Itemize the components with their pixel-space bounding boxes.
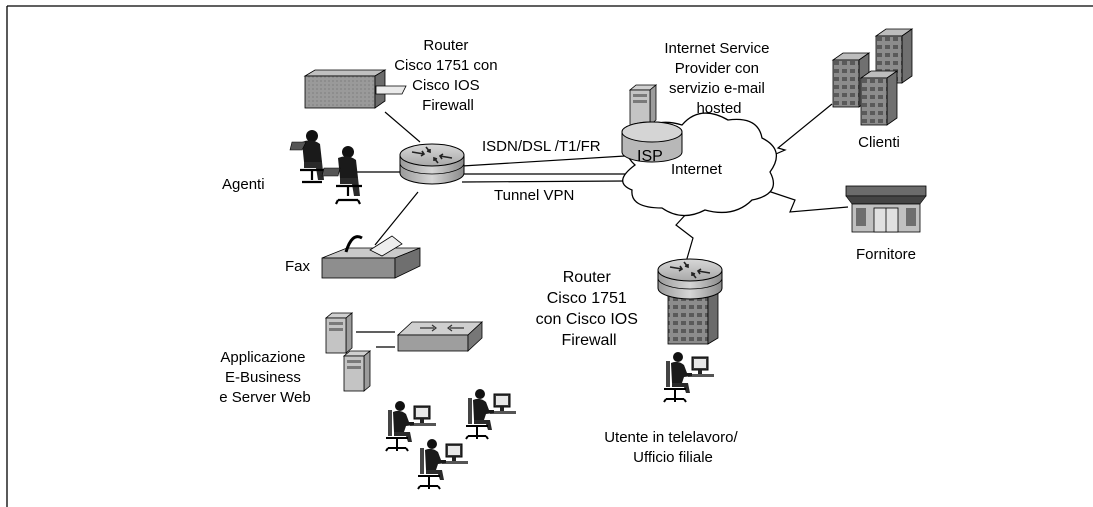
isp-badge-label: ISP [637, 148, 663, 165]
switch-icon [396, 321, 484, 352]
printer-icon [303, 69, 407, 109]
fax-label: Fax [285, 258, 311, 275]
connections [345, 103, 849, 348]
supplier-store-icon [845, 185, 927, 233]
agenti-label: Agenti [222, 176, 265, 193]
fornitore-label: Fornitore [856, 246, 916, 263]
isdn-label: ISDN/DSL /T1/FR [482, 138, 601, 155]
remote-router-icon [657, 258, 723, 300]
isp-label: Internet Service Provider con servizio e… [664, 40, 773, 117]
telework-user-icon [663, 351, 715, 403]
internet-label: Internet [671, 161, 723, 178]
hq-router-label: Router Cisco 1751 con Cisco IOS Firewall [394, 37, 502, 114]
isp-router-icon [621, 121, 683, 163]
app-servers-icon [325, 312, 371, 392]
telework-label: Utente in telelavoro/ Ufficio filiale [604, 429, 742, 466]
tunnel-vpn-label: Tunnel VPN [494, 187, 574, 204]
hq-router-icon [399, 143, 465, 185]
remote-router-label: Router Cisco 1751 con Cisco IOS Firewall [536, 269, 643, 349]
office-user-icon [417, 438, 469, 490]
client-buildings-icon [832, 28, 913, 126]
fax-machine-icon [321, 235, 421, 279]
diagram-frame [6, 5, 1093, 507]
agents-icon [289, 130, 362, 205]
app-server-label: Applicazione E-Business e Server Web [219, 349, 310, 406]
clienti-label: Clienti [858, 134, 900, 151]
isp-server-icon [629, 84, 657, 126]
office-user-icon [465, 388, 517, 440]
